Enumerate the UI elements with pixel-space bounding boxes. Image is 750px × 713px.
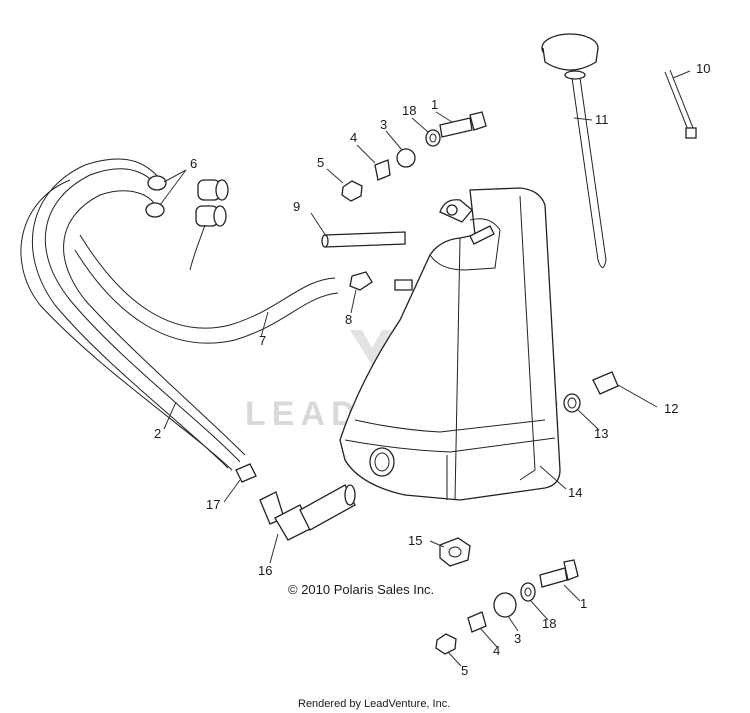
part-dipstick-11: [541, 33, 607, 268]
callout-3-lower: 3: [514, 631, 521, 646]
part-cap-8: [349, 271, 413, 291]
part-tank-14: [339, 187, 561, 501]
part-strap-10: [664, 69, 697, 139]
callout-1: 1: [431, 97, 438, 112]
part-hardware-lower: [435, 559, 579, 655]
callout-11: 11: [595, 112, 609, 127]
callout-1-lower: 1: [580, 596, 587, 611]
callout-15: 15: [408, 533, 422, 548]
callout-4-lower: 4: [493, 643, 500, 658]
callout-2: 2: [154, 426, 161, 441]
part-hose-7: [74, 234, 339, 344]
part-fitting-12: [563, 371, 619, 413]
callout-14: 14: [568, 485, 582, 500]
rendered-by-text: Rendered by LeadVenture, Inc.: [298, 698, 450, 710]
callout-8: 8: [345, 312, 352, 327]
leader-lines: [159, 70, 691, 667]
callout-5: 5: [317, 155, 324, 170]
part-hose-9: [321, 231, 406, 248]
callout-18-lower: 18: [542, 616, 556, 631]
callout-18: 18: [402, 103, 416, 118]
callout-6: 6: [190, 156, 197, 171]
callout-7: 7: [259, 333, 266, 348]
callout-12: 12: [664, 401, 678, 416]
callout-3: 3: [380, 117, 387, 132]
copyright-text: © 2010 Polaris Sales Inc.: [288, 582, 434, 597]
callout-10: 10: [696, 61, 710, 76]
callout-5-lower: 5: [461, 663, 468, 678]
part-nut-15: [439, 537, 471, 567]
callout-16: 16: [258, 563, 272, 578]
callout-9: 9: [293, 199, 300, 214]
callout-4: 4: [350, 130, 357, 145]
part-hardware-upper: [341, 111, 487, 202]
part-elbow-16: [259, 484, 356, 541]
part-clamps-6: [145, 175, 229, 271]
part-sleeve-17: [235, 463, 257, 483]
part-hose-2: [20, 158, 246, 471]
callout-13: 13: [594, 426, 608, 441]
callouts: 1 18 3 4 5 6 9 8 7 2 11 10 12 13 14 17 1…: [154, 61, 710, 678]
callout-17: 17: [206, 497, 220, 512]
